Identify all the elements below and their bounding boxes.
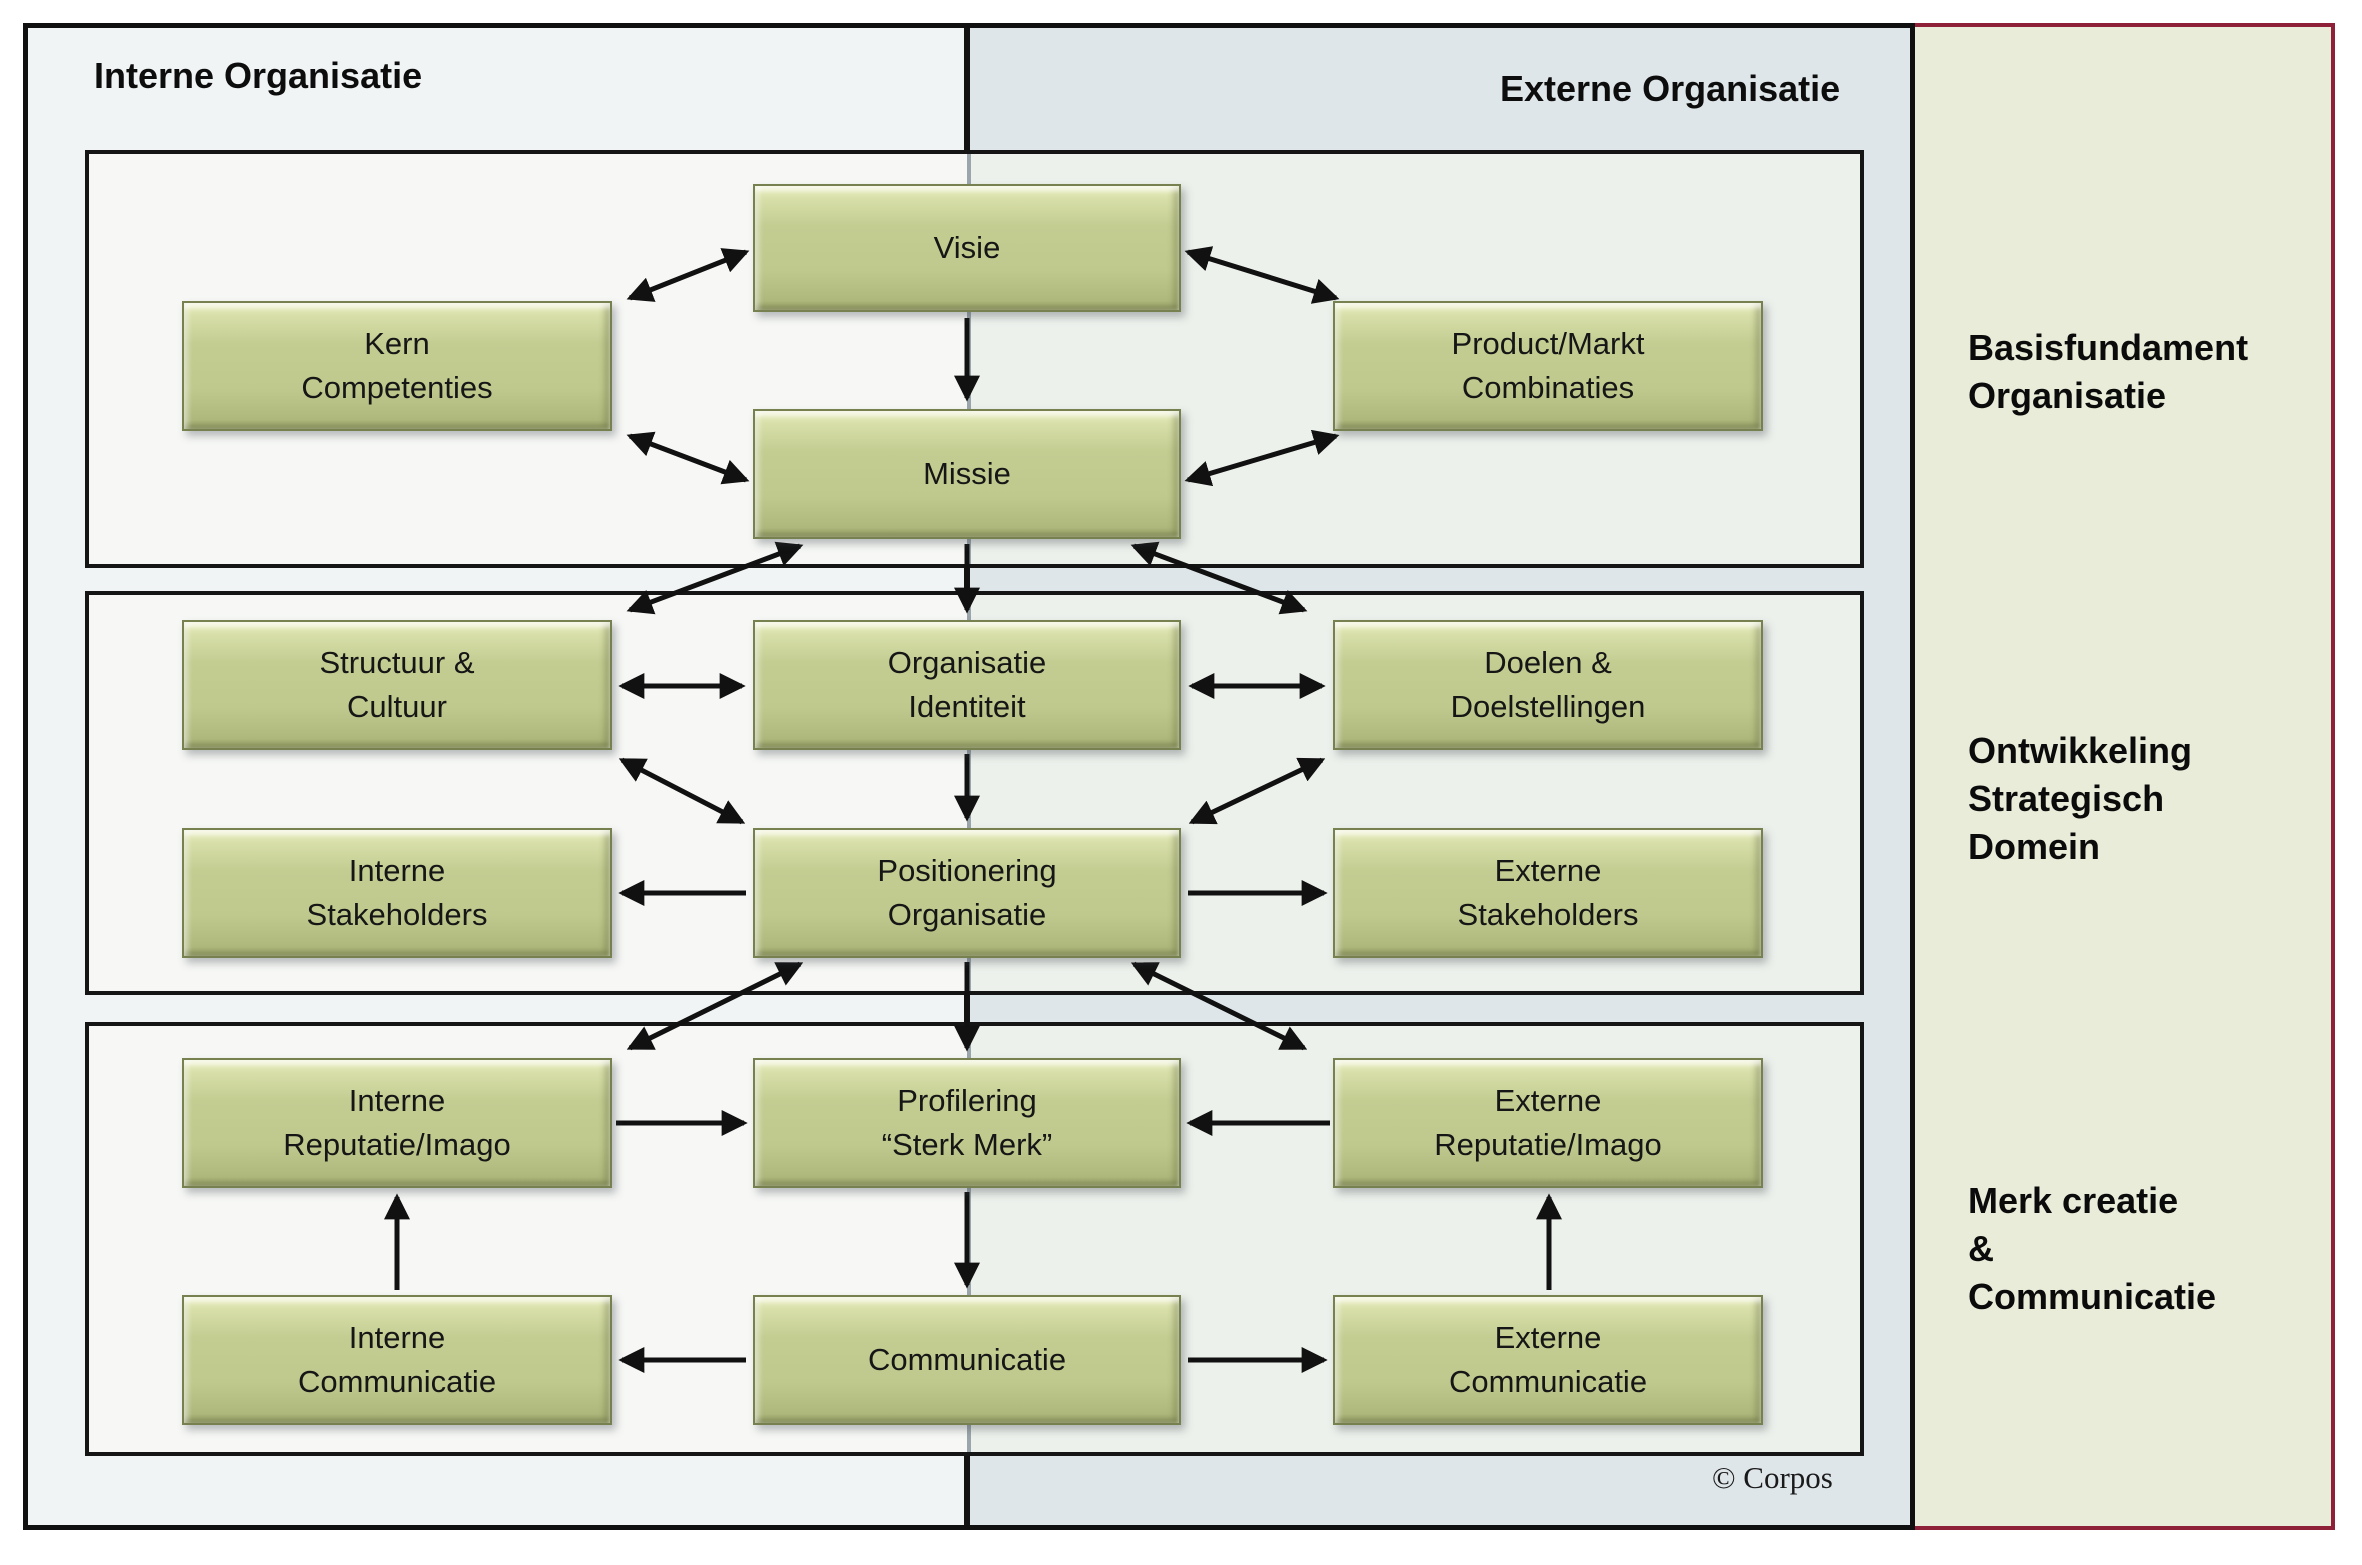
- node-interne-reputatie-label: Interne Reputatie/Imago: [283, 1082, 511, 1162]
- node-missie-label: Missie: [923, 455, 1011, 491]
- node-product-markt-label: Product/Markt Combinaties: [1451, 325, 1645, 405]
- node-profilering-sterk-merk: Profilering “Sterk Merk”: [753, 1058, 1181, 1188]
- arrow-doelen-positionering: [1188, 757, 1326, 825]
- node-interne-reputatie-imago: Interne Reputatie/Imago: [182, 1058, 612, 1188]
- node-interne-communicatie-label: Interne Communicatie: [297, 1319, 497, 1399]
- node-externe-stakeholders-label: Externe Stakeholders: [1457, 852, 1639, 932]
- internal-zone-header: Interne Organisatie: [94, 55, 423, 96]
- node-product-markt-combinaties: Product/Markt Combinaties: [1333, 301, 1763, 431]
- arrow-missie-doelen: [1130, 541, 1308, 615]
- node-organisatie-identiteit-label: Organisatie Identiteit: [887, 644, 1047, 724]
- node-externe-stakeholders: Externe Stakeholders: [1333, 828, 1763, 958]
- arrow-positionering-externe-reputatie: [1130, 961, 1308, 1051]
- node-communicatie: Communicatie: [753, 1295, 1181, 1425]
- node-visie-label: Visie: [933, 229, 1001, 265]
- node-kern-competenties-label: Kern Competenties: [301, 325, 493, 405]
- node-structuur-cultuur-label: Structuur & Cultuur: [319, 644, 475, 724]
- node-externe-communicatie-label: Externe Communicatie: [1448, 1319, 1648, 1399]
- node-doelen-doelstellingen-label: Doelen & Doelstellingen: [1450, 644, 1646, 724]
- node-missie: Missie: [753, 409, 1181, 539]
- arrow-kern-missie: [626, 431, 750, 485]
- node-communicatie-label: Communicatie: [867, 1341, 1067, 1377]
- node-interne-communicatie: Interne Communicatie: [182, 1295, 612, 1425]
- node-positionering-organisatie-label: Positionering Organisatie: [877, 852, 1057, 932]
- node-doelen-doelstellingen: Doelen & Doelstellingen: [1333, 620, 1763, 750]
- arrow-structuur-positionering: [618, 757, 746, 825]
- node-kern-competenties: Kern Competenties: [182, 301, 612, 431]
- node-visie: Visie: [753, 184, 1181, 312]
- node-externe-reputatie-imago: Externe Reputatie/Imago: [1333, 1058, 1763, 1188]
- arrow-product-visie: [1184, 246, 1340, 304]
- node-profilering-label: Profilering “Sterk Merk”: [881, 1082, 1053, 1162]
- node-interne-stakeholders-label: Interne Stakeholders: [306, 852, 488, 932]
- arrow-positionering-interne-reputatie: [626, 961, 804, 1051]
- external-zone-header: Externe Organisatie: [1500, 68, 1841, 109]
- node-organisatie-identiteit: Organisatie Identiteit: [753, 620, 1181, 750]
- copyright-notice: © Corpos: [1712, 1460, 1833, 1495]
- arrow-product-missie: [1184, 429, 1340, 487]
- node-externe-reputatie-label: Externe Reputatie/Imago: [1434, 1082, 1662, 1162]
- phase-panel: Basisfundament Organisatie Ontwikkeling …: [1915, 23, 2335, 1530]
- arrow-kern-visie: [626, 248, 750, 302]
- phase-label-merk-creatie: Merk creatie & Communicatie: [1968, 1180, 2217, 1317]
- node-interne-stakeholders: Interne Stakeholders: [182, 828, 612, 958]
- arrow-missie-structuur: [626, 541, 804, 615]
- node-structuur-cultuur: Structuur & Cultuur: [182, 620, 612, 750]
- node-positionering-organisatie: Positionering Organisatie: [753, 828, 1181, 958]
- phase-label-basisfundament: Basisfundament Organisatie: [1968, 327, 2249, 416]
- phase-label-ontwikkeling: Ontwikkeling Strategisch Domein: [1968, 730, 2193, 867]
- node-externe-communicatie: Externe Communicatie: [1333, 1295, 1763, 1425]
